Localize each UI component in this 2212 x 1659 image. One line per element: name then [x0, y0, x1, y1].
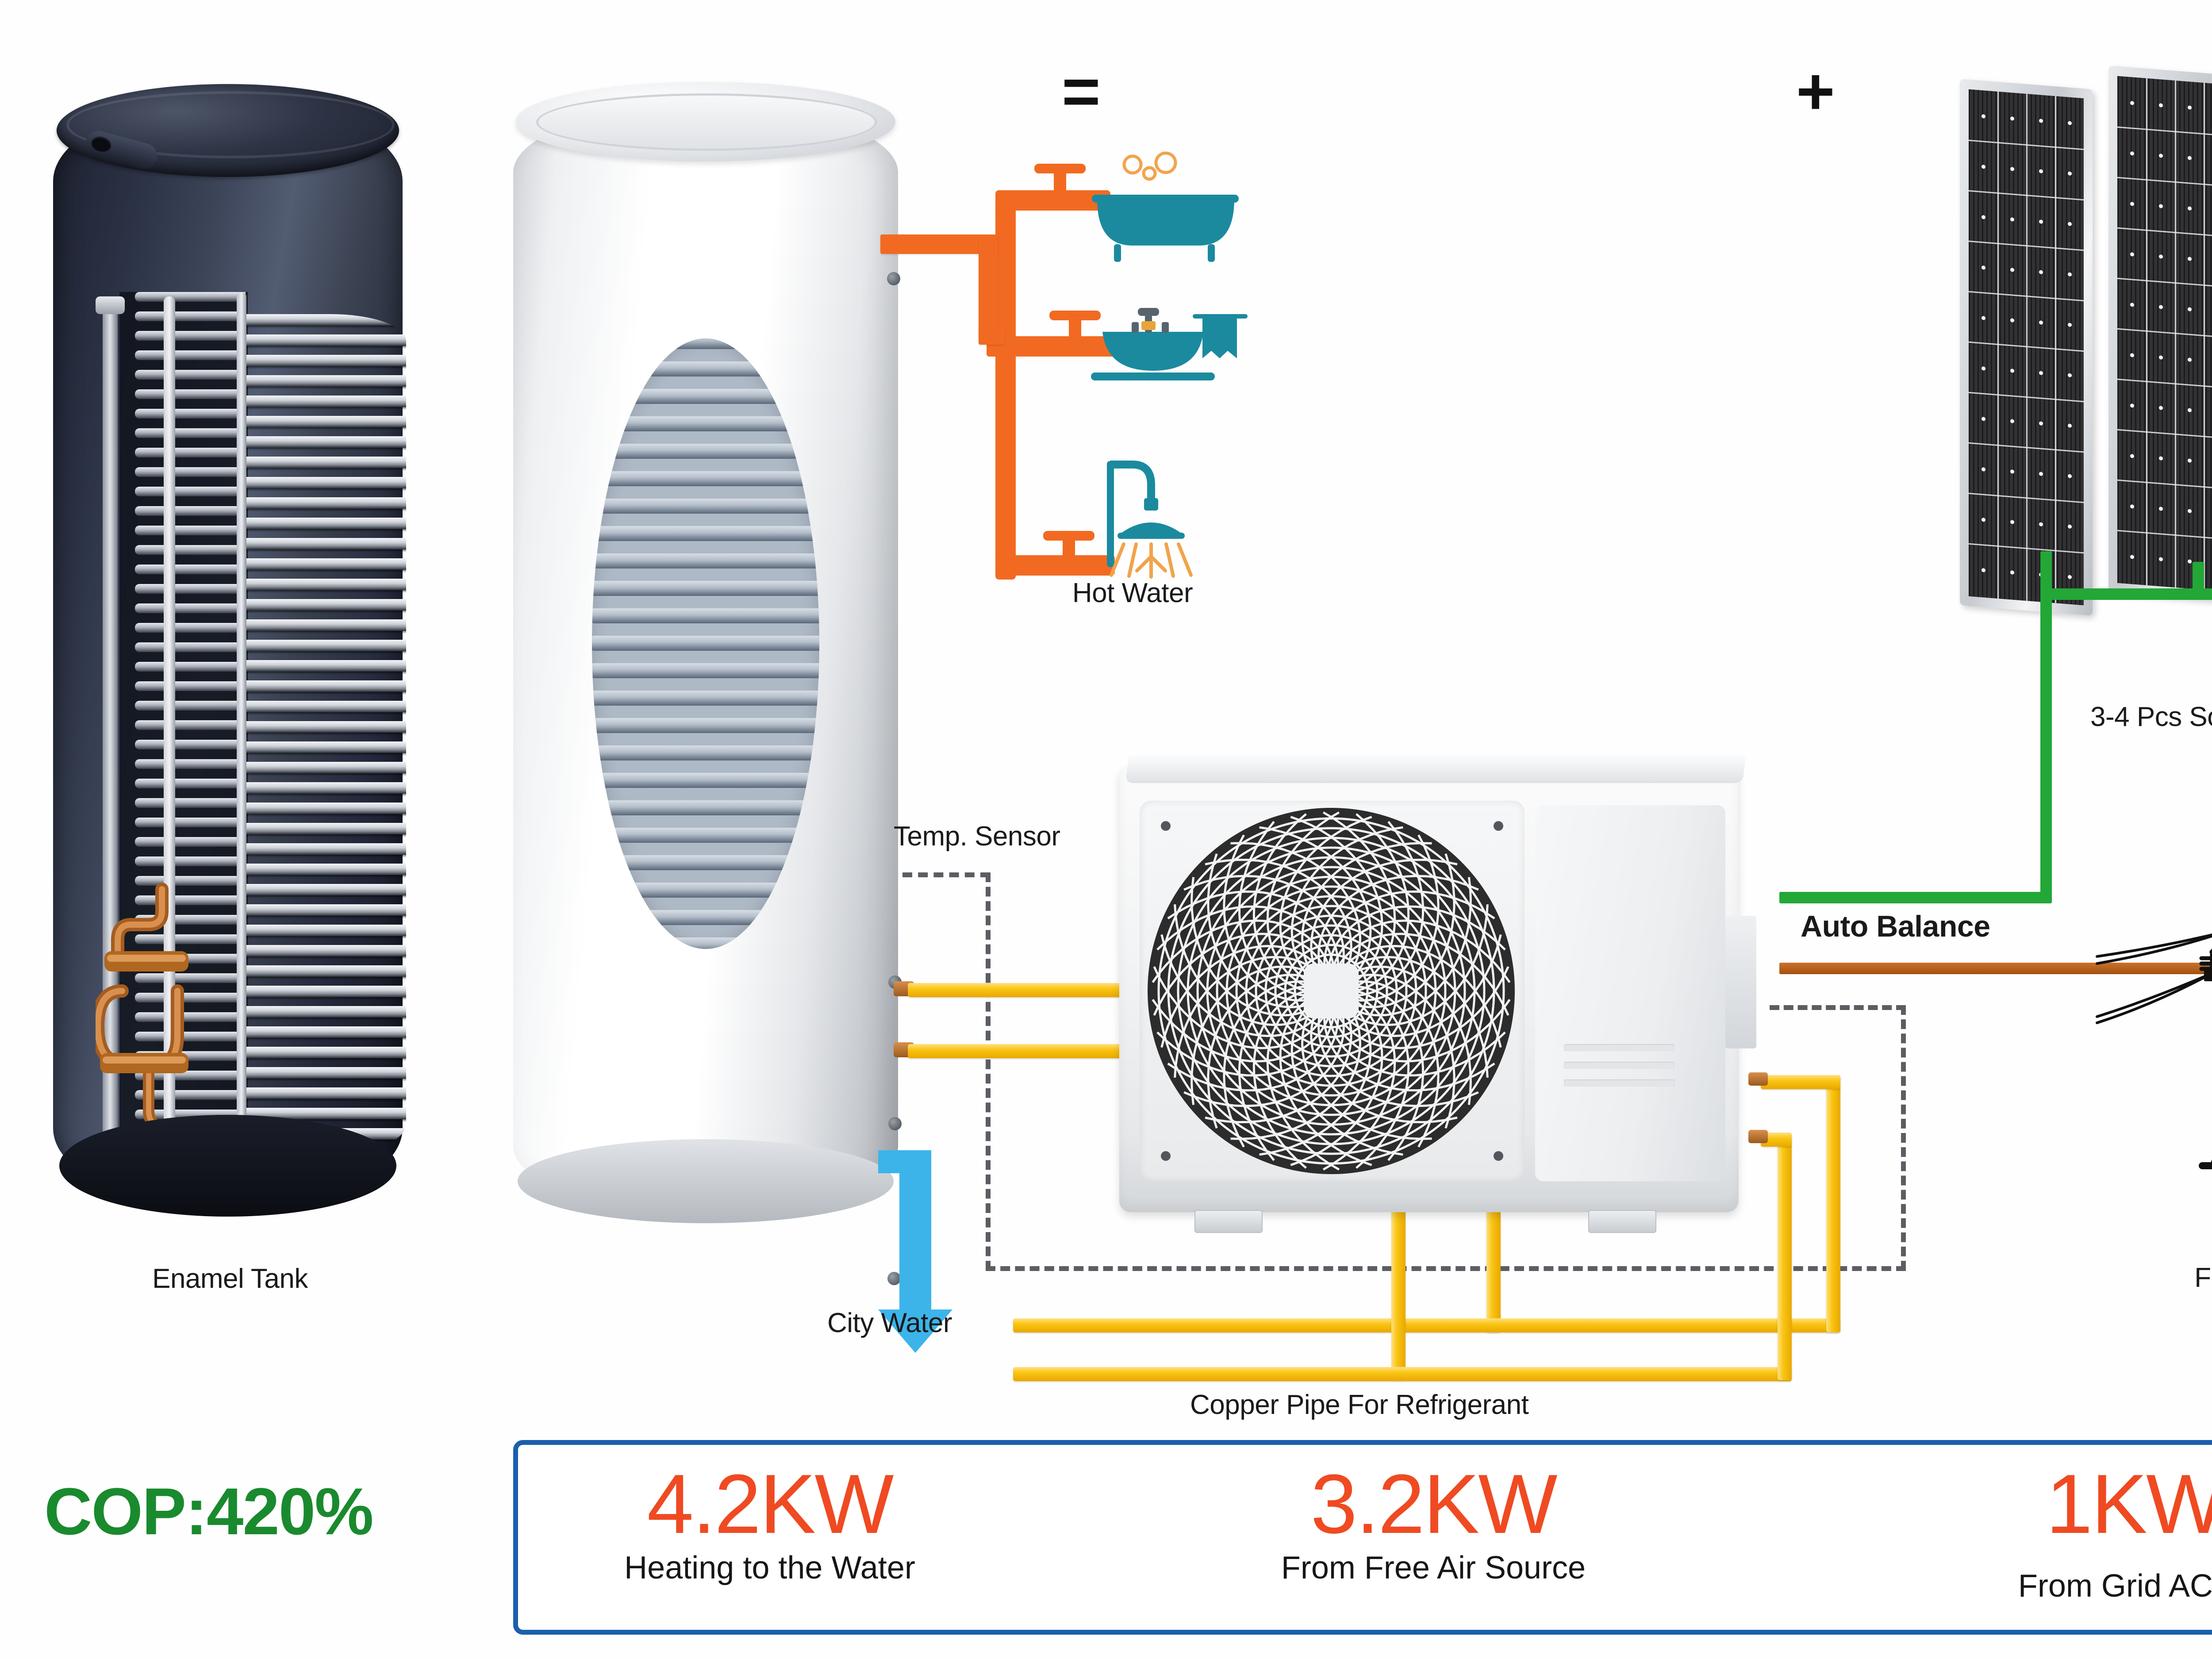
equation-term-3: 1KWElectricity From Grid AC or Solar DC	[1916, 1460, 2212, 1605]
temp-sensor-line-right-top	[1770, 1005, 1906, 1010]
heat-pump-top-panel	[1125, 752, 1747, 783]
copper-pipe-label: Copper Pipe For Refrigerant	[1190, 1390, 1529, 1420]
heat-pump-foot-right	[1588, 1210, 1656, 1233]
heat-pump-fan-grille	[1148, 808, 1515, 1174]
auto-balance-label: Auto Balance	[1801, 910, 1990, 943]
hot-water-fixtures-group	[987, 128, 1358, 628]
enamel-tank-base	[59, 1115, 396, 1217]
water-tank-top-ring	[536, 93, 877, 151]
equation-plus-operator: +	[1796, 54, 1835, 128]
solar-drop-wire-2	[2193, 562, 2204, 591]
hot-water-outlet-pipe-horizontal	[880, 234, 998, 254]
heat-pump-vent-2	[1564, 1062, 1674, 1069]
solar-panel-array	[1960, 58, 2212, 628]
equation-term-1-caption: Heating to the Water	[624, 1550, 915, 1586]
solar-panel-2	[2108, 65, 2212, 603]
water-tank-illustration	[513, 82, 902, 1285]
refrigerant-pipe-upper-to-unit	[1761, 1075, 1840, 1089]
enamel-tank-top-ring	[66, 91, 395, 158]
solar-panel-label: 3-4 Pcs Solar Panel	[2090, 702, 2212, 732]
heat-pump-foot-left	[1194, 1210, 1263, 1233]
enamel-tank-inner-coil	[135, 292, 246, 1172]
water-tank-city-water-inlet-port	[887, 1272, 901, 1285]
hot-water-outlet-pipe-vertical	[979, 234, 998, 341]
refrigerant-pipe-lower-bottom-run	[1013, 1367, 1792, 1381]
hot-water-outlet-pipe-elbow	[979, 325, 1005, 345]
heat-pump-grille-panel	[1140, 801, 1525, 1181]
equation-term-1: 4.2KW Heating to the Water	[526, 1460, 1013, 1587]
cop-value-label: COP:420%	[44, 1474, 374, 1548]
temp-sensor-line-bottom	[986, 1266, 1906, 1271]
heat-pump-screw-br	[1494, 1151, 1503, 1161]
solar-panel-1	[1960, 79, 2093, 616]
water-tank-coil-cutaway	[592, 338, 819, 949]
enamel-tank-anode-cap	[96, 296, 125, 314]
refrigerant-fitting-unit-top	[1748, 1072, 1768, 1086]
equation-term-3-number: 1KW	[2046, 1457, 2212, 1551]
city-water-arrow	[878, 1146, 984, 1358]
ac-grid-label-line3: (Optional)	[2119, 1301, 2212, 1335]
temp-sensor-line-top	[902, 872, 990, 877]
equation-term-2-caption: From Free Air Source	[1281, 1550, 1586, 1586]
heat-pump-screw-tr	[1494, 821, 1503, 831]
enamel-tank-label: Enamel Tank	[152, 1263, 308, 1294]
water-tank-hot-outlet-port	[887, 272, 900, 285]
solar-panel-cells	[1969, 89, 2084, 606]
equation-term-2-value: 3.2KW	[1310, 1457, 1557, 1551]
ac-grid-label-line2: For Night or Rainy Day	[2194, 1263, 2212, 1293]
solar-feed-wire-to-unit	[1779, 892, 2052, 903]
equation-term-2: 3.2KW From Free Air Source	[1190, 1460, 1677, 1587]
heat-pump-screw-bl	[1161, 1151, 1171, 1161]
heat-pump-vent-1	[1564, 1044, 1674, 1051]
refrigerant-pipe-lower-riser	[1778, 1133, 1792, 1380]
refrigerant-pipe-upper-riser	[1826, 1075, 1840, 1333]
enamel-tank-heat-exchanger-coil	[243, 314, 406, 1155]
solar-feed-wire-vertical	[2040, 588, 2052, 902]
enamel-tank-inner-wall-2	[237, 292, 246, 1181]
enamel-tank-illustration	[53, 84, 406, 1230]
transmission-tower-icon	[2079, 792, 2212, 1190]
equation-term-1-value: 4.2KW	[647, 1457, 894, 1551]
heat-pump-outdoor-unit	[1119, 752, 1774, 1239]
grid-power-wire	[1779, 963, 2212, 974]
refrigerant-pipe-upper-bottom-run	[1013, 1318, 1840, 1333]
heat-pump-vent-3	[1564, 1079, 1674, 1087]
temp-sensor-line-right	[1901, 1005, 1906, 1271]
solar-panel-cells	[2117, 76, 2212, 592]
hot-water-label: Hot Water	[1072, 578, 1193, 608]
equation-term-3-value: 1KWElectricity	[1916, 1460, 2212, 1567]
heat-pump-valve-cover	[1725, 916, 1756, 1048]
heat-pump-screw-tl	[1161, 821, 1171, 831]
solar-drop-wire-1	[2040, 551, 2052, 591]
enamel-tank-anode-rod	[103, 305, 118, 1172]
temp-sensor-label: Temp. Sensor	[894, 821, 1060, 852]
equation-term-3-caption: From Grid AC or Solar DC	[2018, 1568, 2212, 1604]
refrigerant-fitting-unit-bottom	[1748, 1130, 1768, 1143]
energy-balance-box	[513, 1440, 2212, 1635]
ac-grid-label-line1: AC Grid Power	[2119, 1221, 2212, 1256]
water-tank-base	[518, 1139, 894, 1223]
city-water-label: City Water	[827, 1308, 952, 1338]
water-tank-refrigerant-port-bottom	[888, 1117, 902, 1130]
heat-pump-side-panel	[1535, 805, 1725, 1181]
equation-equals-operator: =	[1062, 54, 1101, 128]
solar-bus-wire-horizontal	[2040, 588, 2212, 600]
temp-sensor-line-left	[986, 872, 991, 1271]
